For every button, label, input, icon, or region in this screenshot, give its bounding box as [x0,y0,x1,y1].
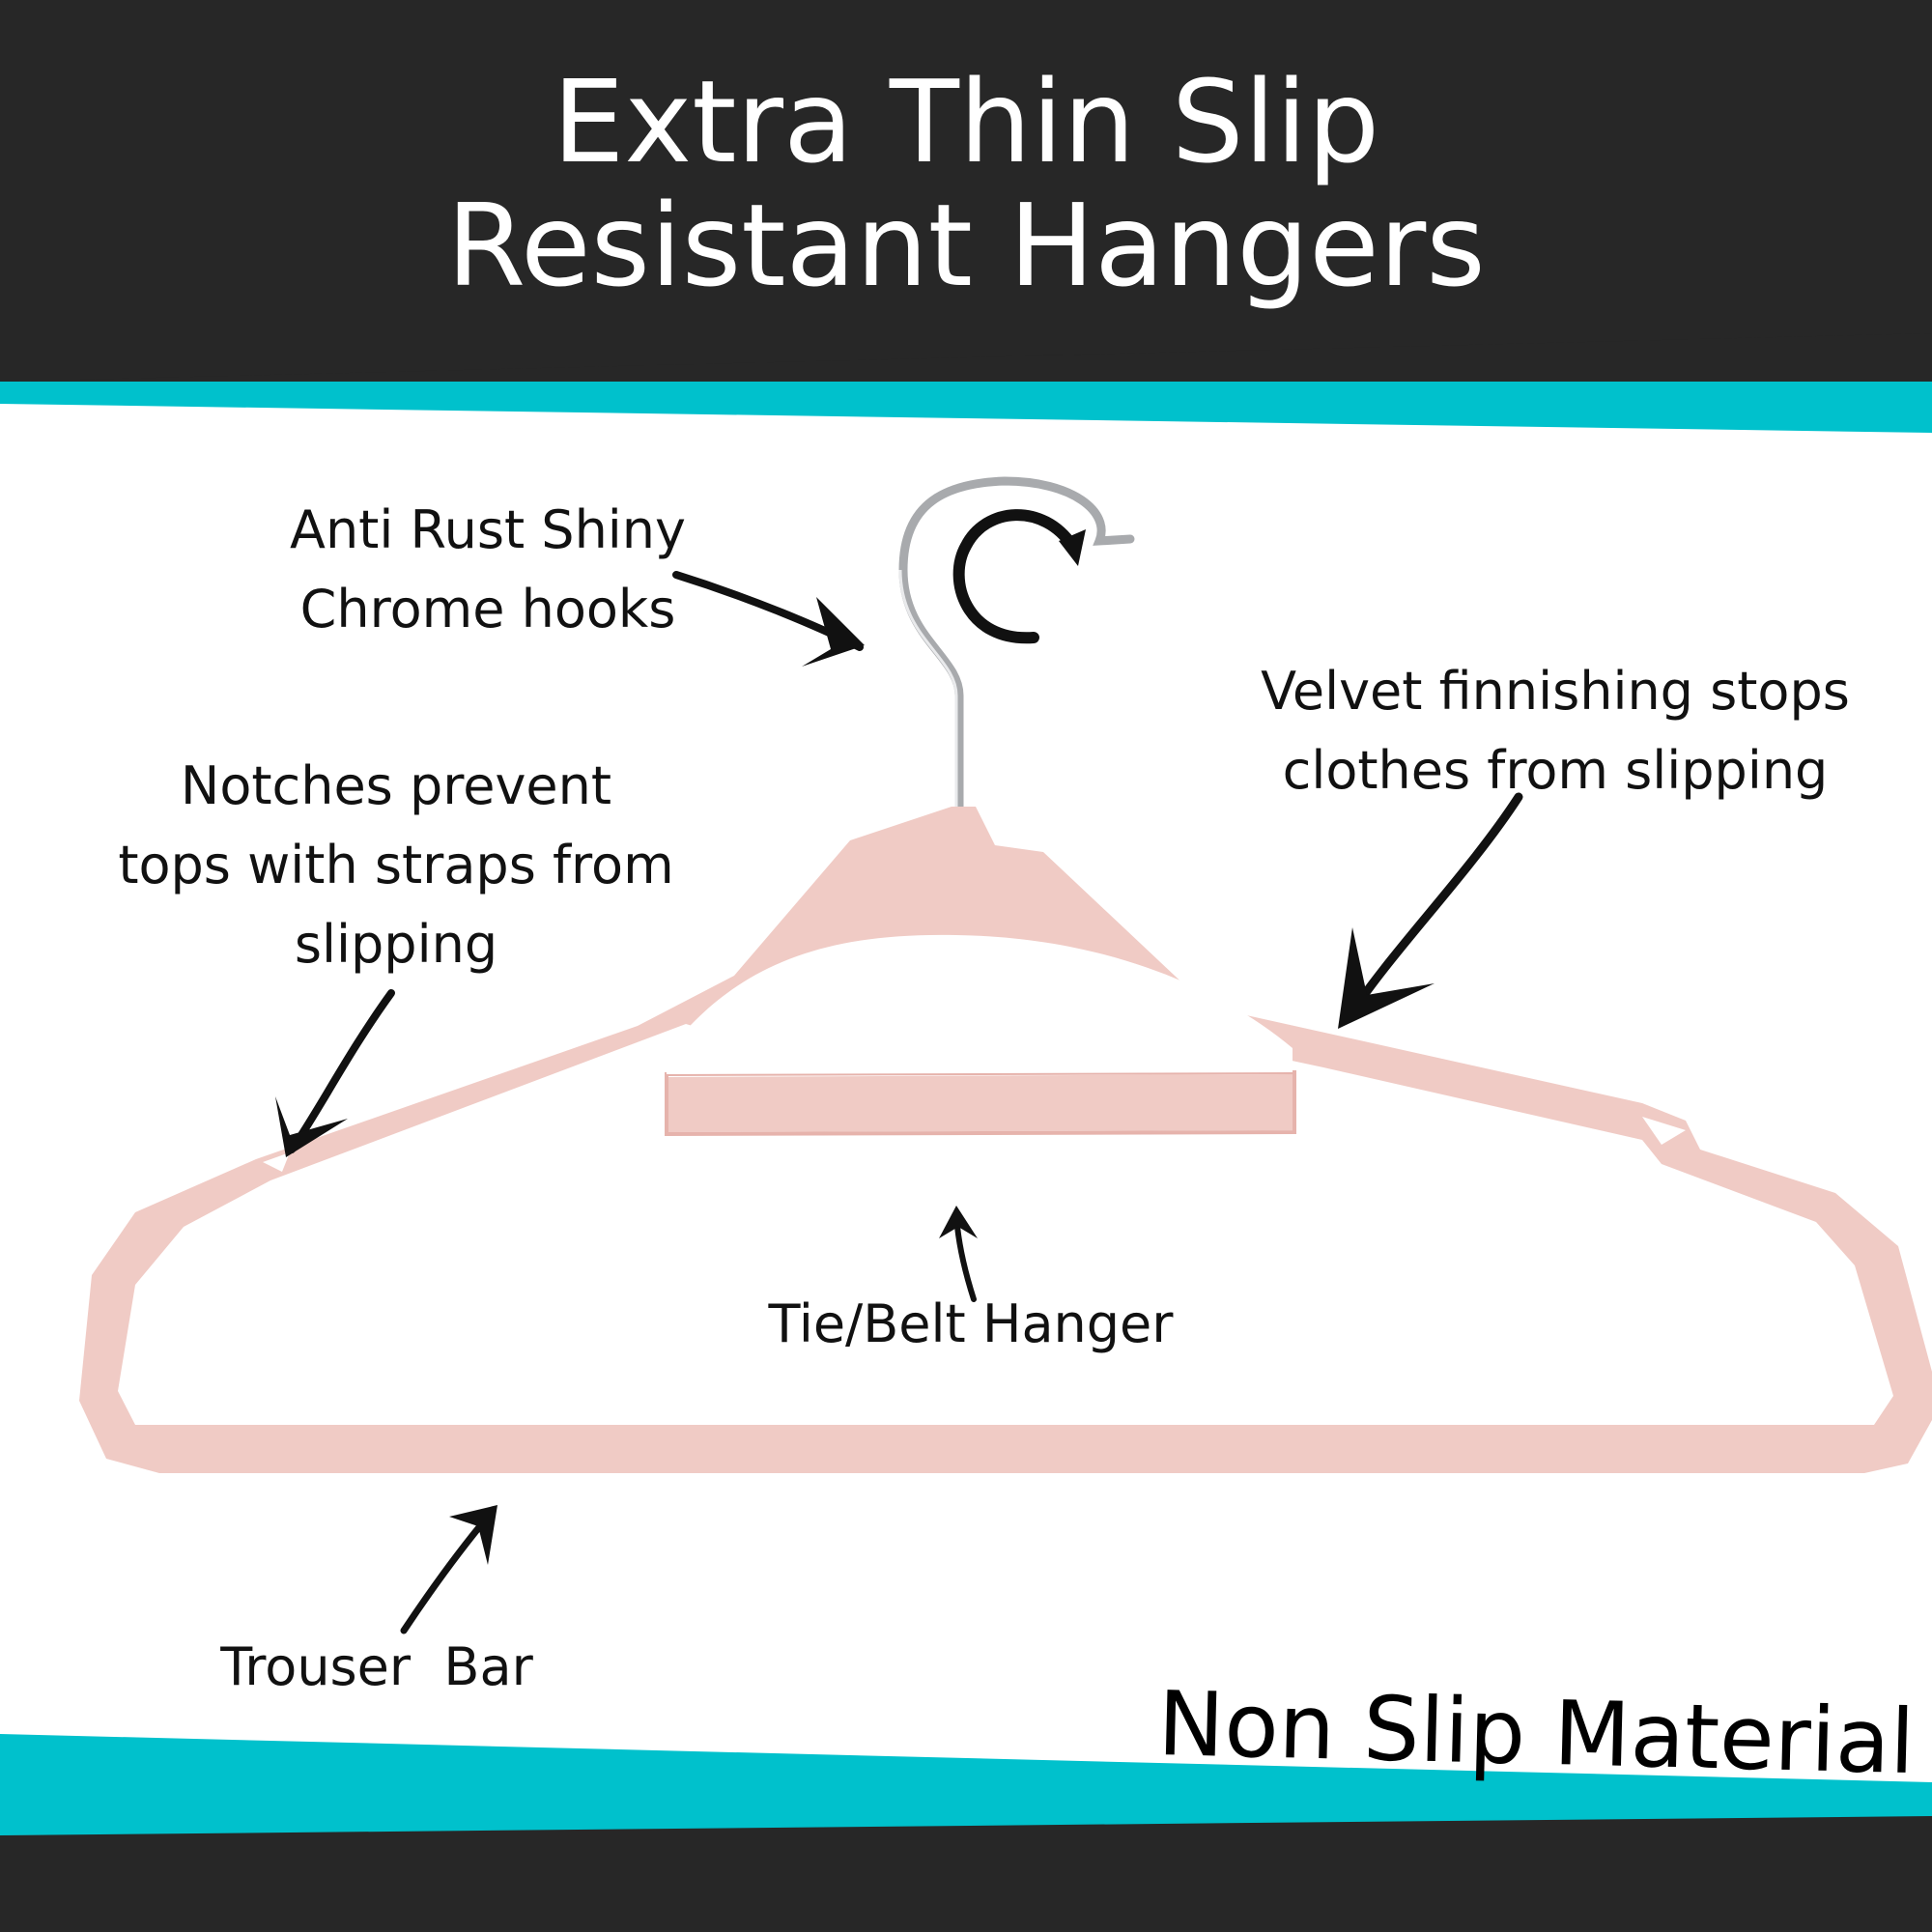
hook-highlight [898,569,958,821]
callout-notches-line-2: tops with straps from [118,835,674,895]
tie-arrow-head [939,1206,978,1238]
trouser-arrow [400,1513,492,1634]
tie-bar-frame [665,1069,1296,1137]
hook-arrow-head [802,597,865,667]
hanger-arch [667,934,1293,1074]
title-line-1: Extra Thin Slip [552,55,1380,188]
swivel-arrow [952,509,1078,644]
callout-trouser: Trouser Bar [220,1636,533,1697]
footer-teal-band [0,1734,1932,1835]
callout-velvet-line-1: Velvet finnishing stops [1261,661,1850,722]
callout-notches-line-1: Notches prevent [180,755,612,816]
footer-dark-band [0,1816,1932,1932]
right-notch [1642,1117,1686,1145]
velvet-arrow [1343,792,1523,1024]
callout-velvet-line-2: clothes from slipping [1282,740,1829,801]
left-notch [263,1152,290,1172]
hanger-hook [898,476,1135,826]
callout-hook: Anti Rust Shiny Chrome hooks [270,491,705,649]
callout-hook-line-2: Chrome hooks [299,579,676,639]
swivel-arrow-head [1059,529,1086,566]
trouser-arrow-head [449,1505,497,1565]
footer-non-slip: Non Slip Material [1156,1671,1917,1795]
header-dark-edge [0,0,1932,382]
notches-arrow-head [275,1096,348,1157]
callout-tie: Tie/Belt Hanger [768,1293,1174,1354]
callout-hook-line-1: Anti Rust Shiny [290,499,686,560]
callout-notches-line-3: slipping [294,914,498,975]
callout-velvet: Velvet finnishing stops clothes from sli… [1227,652,1884,810]
callout-notches: Notches prevent tops with straps from sl… [77,747,715,984]
velvet-arrow-head [1338,927,1435,1029]
title-line-2: Resistant Hangers [446,179,1486,312]
